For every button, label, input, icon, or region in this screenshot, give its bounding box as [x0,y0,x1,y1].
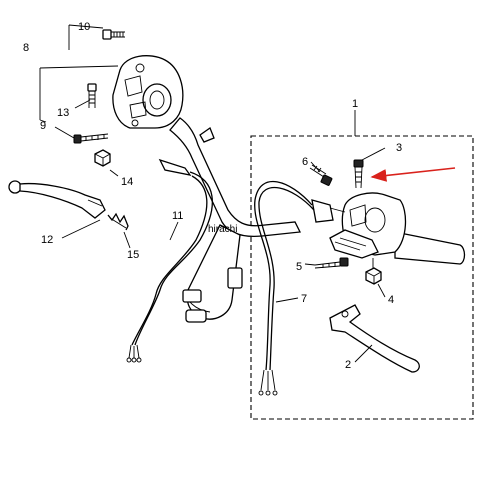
assembly-1-dashed-box [250,135,474,420]
callout-10: 10 [78,21,90,33]
screw-part-3 [353,159,364,189]
callout-12: 12 [41,234,53,246]
callout-8: 8 [23,42,29,54]
lever-part-12 [8,180,106,219]
callout-11: 11 [172,210,183,222]
handlebar-and-perch [169,117,302,323]
watermark-text: hirachi [208,224,237,235]
right-switch-assembly [311,192,466,265]
callout-5: 5 [296,261,302,273]
callout-15: 15 [127,249,139,261]
group-bracket-8-9-10 [39,24,119,177]
callout-13: 13 [57,107,69,119]
callout-2: 2 [345,359,351,371]
cable-part-7 [254,180,315,396]
callout-9: 9 [40,120,46,132]
screw-part-13 [87,83,97,108]
screw-part-6 [309,164,333,186]
switch-housing-part-8 [112,55,184,129]
spring-part-15 [107,212,129,231]
nut-part-14 [94,149,111,167]
lever-part-2 [329,304,420,373]
highlight-arrow [370,167,456,182]
callout-4: 4 [388,294,394,306]
leader-lines [61,110,386,363]
screw-part-9 [73,133,109,144]
callout-1: 1 [352,98,358,110]
callout-3: 3 [396,142,402,154]
nut-part-4 [365,258,382,285]
callout-14: 14 [121,176,133,188]
callout-7: 7 [301,293,307,305]
screw-part-10 [102,29,125,40]
screw-part-5 [314,257,349,269]
cable-part-11 [126,158,213,363]
callout-6: 6 [302,156,308,168]
